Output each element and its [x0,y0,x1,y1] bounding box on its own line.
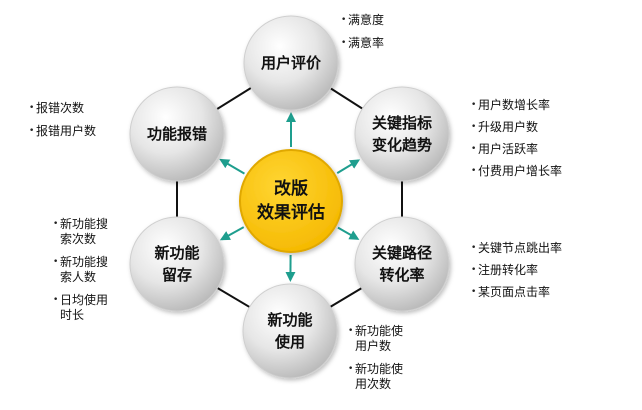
metrics-key-metric-trend: 用户数增长率 升级用户数 用户活跃率 付费用户增长率 [471,98,562,186]
metric-item: 用户活跃率 [471,142,562,157]
arrow-to-key-path-conversion [337,226,360,240]
node-circle-key-path-conversion [354,216,450,312]
metric-item: 注册转化率 [471,263,562,278]
metric-item: 升级用户数 [471,120,562,135]
center-circle-group [239,149,343,253]
node-circle-feature-bug-report [129,86,225,182]
arrow-to-feature-bug-report [219,158,245,175]
arrow-to-key-metric-trend [336,159,361,174]
arrow-group [219,112,361,283]
node-circles [129,15,450,379]
metrics-key-path-conversion: 关键节点跳出率 注册转化率 某页面点击率 [471,241,562,307]
metrics-new-feature-retention: 新功能搜 索次数 新功能搜 索人数 日均使用 时长 [53,217,108,331]
metric-item: 日均使用 时长 [53,293,108,323]
center-circle [239,149,343,253]
metric-item: 用户数增长率 [471,98,562,113]
arrow-to-new-feature-retention [219,226,245,241]
node-label-new-feature-retention: 新功能 留存 [154,244,200,284]
node-circle-key-metric-trend [354,86,450,182]
node-label-user-rating: 用户评价 [260,54,321,72]
metric-item: 付费用户增长率 [471,164,562,179]
node-circle-new-feature-usage [242,283,338,379]
metric-item: 关键节点跳出率 [471,241,562,256]
metric-item: 新功能搜 索人数 [53,255,108,285]
node-label-feature-bug-report: 功能报错 [146,125,207,143]
metrics-new-feature-usage: 新功能使 用户数 新功能使 用次数 [348,324,403,400]
metric-item: 新功能搜 索次数 [53,217,108,247]
node-label-key-metric-trend: 关键指标 变化趋势 [371,114,432,154]
metric-item: 满意率 [341,36,384,51]
node-label-key-path-conversion: 关键路径 转化率 [371,244,432,284]
center-label: 改版 效果评估 [257,179,325,223]
metric-item: 满意度 [341,13,384,28]
metric-item: 报错次数 [29,101,96,116]
metric-item: 报错用户数 [29,124,96,139]
node-label-new-feature-usage: 新功能 使用 [267,311,313,351]
metric-item: 新功能使 用户数 [348,324,403,354]
metric-item: 新功能使 用次数 [348,362,403,392]
node-circle-user-rating [243,15,339,111]
metrics-user-rating: 满意度 满意率 [341,13,384,59]
node-circle-new-feature-retention [129,216,225,312]
metrics-feature-bug-report: 报错次数 报错用户数 [29,101,96,147]
metric-item: 某页面点击率 [471,285,562,300]
